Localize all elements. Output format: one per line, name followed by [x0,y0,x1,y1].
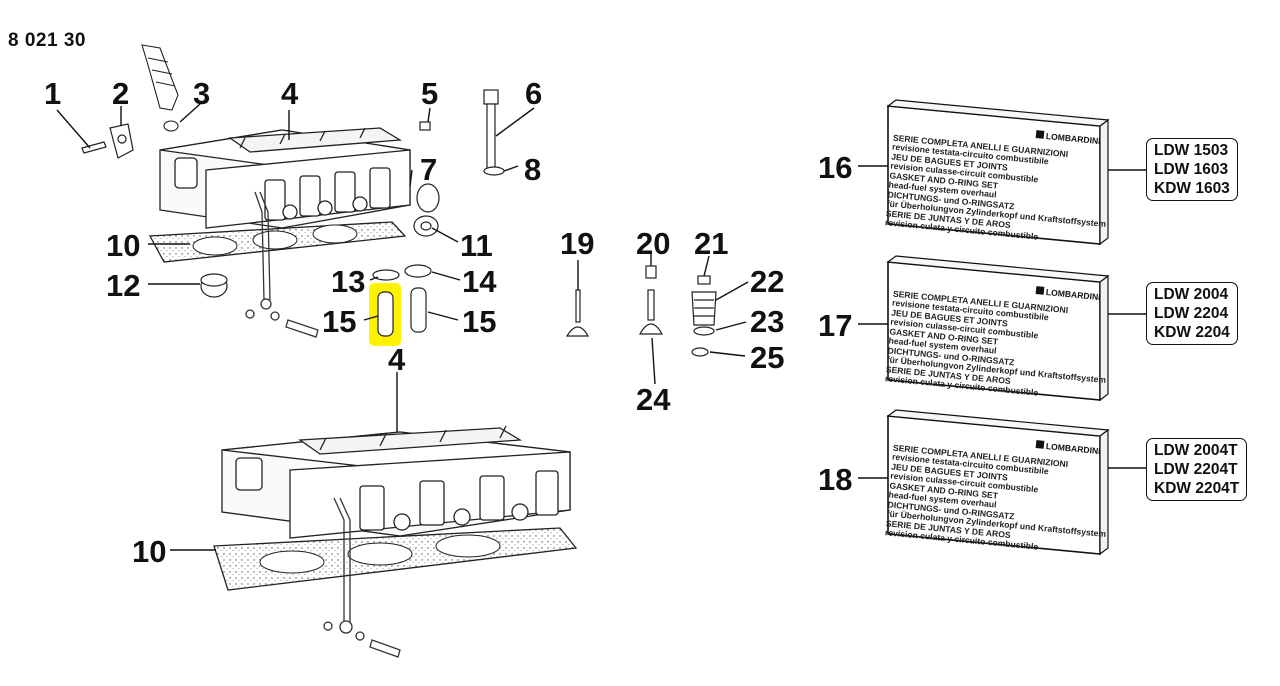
callout-4-mid: 4 [388,342,406,377]
model-name: LDW 2004 [1154,286,1229,303]
callout-15-right: 15 [462,304,496,339]
head-gasket-lower [213,527,578,591]
fuel-return-pipe-upper [245,191,319,338]
valves-and-springs [565,265,717,357]
callout-1: 1 [44,76,61,111]
callout-11: 11 [460,228,493,263]
cylinder-head-lower [221,425,571,539]
model-name: KDW 2204 [1154,324,1230,341]
lombardini-logo-icon [1035,286,1045,295]
callout-13: 13 [331,264,365,299]
callout-16: 16 [818,150,852,185]
injector-bracket [81,123,134,159]
callout-18: 18 [818,462,852,497]
callout-21: 21 [694,226,728,261]
model-name: LDW 2204 [1154,305,1229,322]
kit-box-18: LOMBARDINI SERIE COMPLETA ANELLI E GUARN… [885,409,1109,555]
model-name: KDW 1603 [1154,180,1230,197]
model-name: LDW 1603 [1154,161,1229,178]
callout-22: 22 [750,264,784,299]
model-name: LDW 1503 [1154,142,1229,159]
head-bolt [483,89,505,176]
callout-19: 19 [560,226,594,261]
callout-10-top: 10 [106,228,140,263]
callout-23: 23 [750,304,784,339]
fuel-return-pipe-lower [323,497,401,658]
callout-15-left: 15 [322,304,356,339]
injector [141,44,179,132]
model-list-kit-16: LDW 1503 LDW 1603 KDW 1603 [1146,138,1238,201]
callout-24: 24 [636,382,671,417]
model-list-kit-17: LDW 2004 LDW 2204 KDW 2204 [1146,282,1238,345]
callout-3: 3 [193,76,210,111]
model-name: LDW 2204T [1154,461,1238,478]
callout-8: 8 [524,152,541,187]
lombardini-logo-icon [1035,130,1045,139]
small-parts-upper [200,121,440,298]
leader-lines [56,103,1146,551]
callout-10-bottom: 10 [132,534,166,569]
callout-numbers: 1 2 3 4 5 6 7 8 10 11 12 13 14 15 15 4 1… [44,76,852,569]
kit-box-16: LOMBARDINI SERIE COMPLETA ANELLI E GUARN… [885,99,1109,245]
cylinder-head-upper [159,127,411,229]
callout-7: 7 [420,152,437,187]
lombardini-logo-icon [1035,440,1045,449]
kit-box-17: LOMBARDINI SERIE COMPLETA ANELLI E GUARN… [885,255,1109,401]
callout-25: 25 [750,340,784,375]
model-name: KDW 2204T [1154,480,1240,497]
callout-5: 5 [421,76,438,111]
callout-2: 2 [112,76,129,111]
valve-guides [372,264,432,337]
callout-6: 6 [525,76,542,111]
model-list-kit-18: LDW 2004T LDW 2204T KDW 2204T [1146,438,1248,501]
callout-4-top: 4 [281,76,299,111]
head-gasket-upper [148,221,407,263]
callout-12: 12 [106,268,140,303]
callout-20: 20 [636,226,670,261]
model-name: LDW 2004T [1154,442,1238,459]
callout-17: 17 [818,308,852,343]
callout-14: 14 [462,264,497,299]
document-code: 8 021 30 [8,30,86,51]
